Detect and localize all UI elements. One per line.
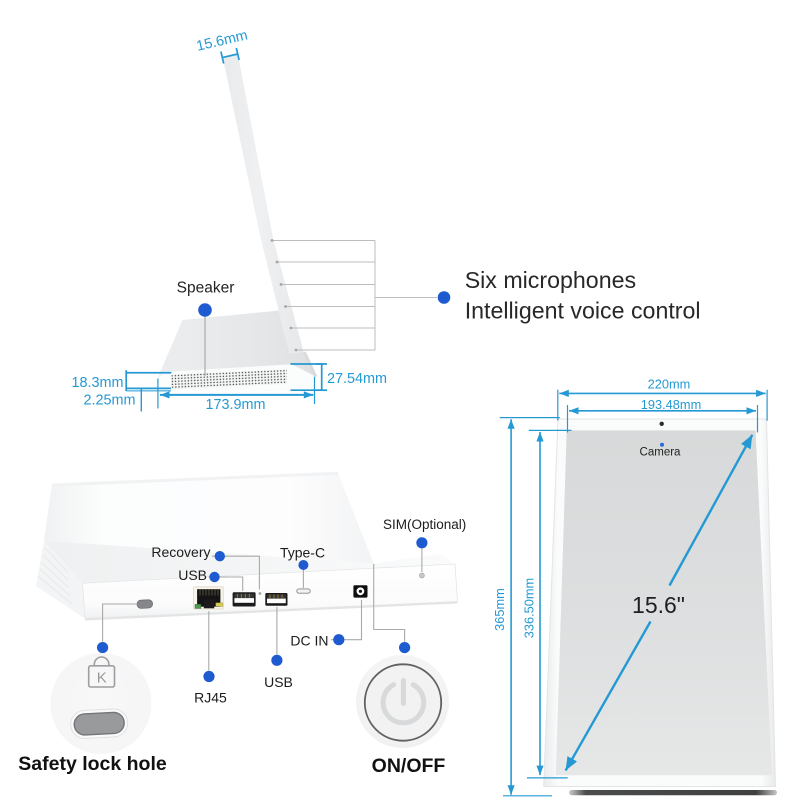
svg-text:Recovery: Recovery [151,544,210,560]
svg-text:Camera: Camera [640,446,682,458]
svg-text:Intelligent voice control: Intelligent voice control [465,298,701,324]
svg-text:18.3mm: 18.3mm [72,375,124,391]
svg-text:173.9mm: 173.9mm [206,397,266,413]
svg-text:SIM(Optional): SIM(Optional) [383,517,466,532]
svg-text:Safety lock hole: Safety lock hole [18,753,167,775]
svg-text:Type-C: Type-C [280,544,325,560]
svg-text:USB: USB [264,674,293,690]
svg-text:193.48mm: 193.48mm [641,397,701,412]
svg-text:ON/OFF: ON/OFF [372,755,446,777]
svg-text:USB: USB [178,567,207,583]
svg-text:15.6mm: 15.6mm [195,27,249,54]
svg-text:15.6": 15.6" [632,592,685,618]
svg-text:K: K [97,670,107,687]
svg-text:DC IN: DC IN [290,633,328,649]
svg-text:220mm: 220mm [648,377,691,392]
svg-text:Six microphones: Six microphones [465,267,636,293]
svg-text:365mm: 365mm [492,588,507,631]
svg-text:27.54mm: 27.54mm [327,371,387,387]
svg-text:Speaker: Speaker [177,280,235,297]
svg-text:RJ45: RJ45 [194,689,227,705]
svg-text:2.25mm: 2.25mm [84,393,136,409]
svg-text:336.50mm: 336.50mm [522,578,537,638]
